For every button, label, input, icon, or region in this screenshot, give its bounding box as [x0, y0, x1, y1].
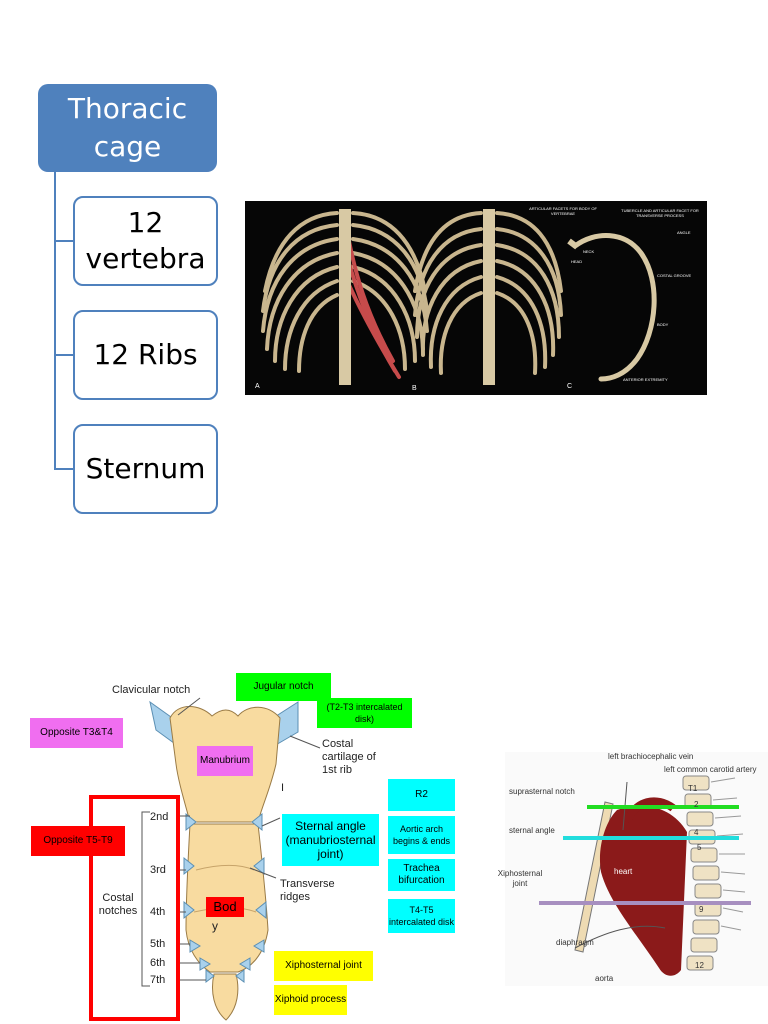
label-manubrium: Manubrium: [197, 746, 253, 776]
label-sternal-angle: Sternal angle (manubriosternal joint): [282, 814, 379, 866]
jugular-notch-text: Jugular notch: [253, 681, 314, 692]
spine-a: [339, 209, 351, 385]
label-carotid: left common carotid artery: [664, 765, 757, 774]
notch-5th: 5th: [150, 938, 166, 950]
vertebra-num-4: 4: [694, 828, 699, 837]
root-label: Thoracic cage: [67, 92, 188, 163]
child-node-ribs: 12 Ribs: [73, 310, 218, 400]
single-rib-c: [572, 233, 657, 382]
label-heart: heart: [614, 867, 633, 876]
manubrium-text: Manubrium: [199, 755, 251, 766]
notch-2nd: 2nd: [150, 811, 169, 823]
label-aortic-arch: Aortic arch begins & ends: [388, 816, 455, 854]
child-label: Sternum: [85, 452, 206, 485]
notch-7th: 7th: [150, 974, 166, 986]
trachea-text: Trachea bifurcation: [398, 863, 445, 886]
label-body: Bod: [206, 897, 244, 917]
label-body-y: y: [212, 919, 218, 933]
label-opposite-t5-t9: Opposite T5-T9: [31, 826, 125, 856]
photo-label-head: HEAD: [571, 259, 583, 264]
label-costal-cartilage: Costal cartilage of 1st rib: [322, 738, 376, 776]
label-aorta: aorta: [595, 974, 614, 983]
connector-vertical: [54, 172, 56, 469]
heart-shape: [599, 805, 687, 976]
photo-label-articular-facets: ARTICULAR FACETS FOR BODY OF VERTEBRAE: [529, 206, 597, 216]
lateral-thorax-illustration: [505, 752, 768, 986]
label-t4-t5: T4-T5 intercalated disk: [388, 899, 455, 933]
label-lateral-xiphosternal: Xiphosternal joint: [497, 869, 543, 888]
r2-text: R2: [415, 789, 428, 800]
photo-label-anterior-extremity: ANTERIOR EXTREMITY: [623, 377, 668, 382]
photo-label-b: B: [412, 385, 417, 392]
notch-3rd: 3rd: [150, 864, 166, 876]
label-clavicular-notch: Clavicular notch: [112, 684, 191, 696]
photo-label-c: C: [567, 383, 573, 390]
label-diaphragm: diaphragm: [556, 938, 594, 947]
label-costal-notches: Costal notches: [98, 892, 138, 917]
label-jugular-notch: Jugular notch: [236, 673, 331, 701]
aortic-arch-text: Aortic arch begins & ends: [392, 824, 451, 846]
vertebra-num-12: 12: [695, 961, 704, 970]
photo-label-costal-groove: COSTAL GROOVE: [657, 273, 692, 278]
xiphoid-bone: [212, 973, 239, 1021]
notch-4th: 4th: [150, 906, 166, 918]
rib-cage-illustration: [245, 201, 707, 395]
rib-cage-b: [413, 211, 563, 375]
opposite-t3-t4-text: Opposite T3&T4: [40, 727, 113, 738]
rib-cage-image: A B C ARTICULAR FACETS FOR BODY OF VERTE…: [245, 201, 707, 395]
label-xiphosternal-joint: Xiphosternal joint: [274, 951, 373, 981]
t2-t3-text: (T2-T3 intercalated disk): [326, 702, 403, 724]
child-label: 12 vertebra: [85, 206, 206, 275]
label-lateral-sternal-angle: sternal angle: [509, 826, 555, 835]
connector-branch-1: [54, 240, 73, 242]
sternal-angle-text: Sternal angle (manubriosternal joint): [285, 819, 376, 861]
hidden-letter: I: [281, 782, 285, 794]
rib-cage-a: [261, 211, 429, 373]
spine-b: [483, 209, 495, 385]
label-t2-t3: (T2-T3 intercalated disk): [317, 698, 412, 728]
child-node-sternum: Sternum: [73, 424, 218, 514]
root-node-thoracic-cage: Thoracic cage: [38, 84, 217, 172]
vertebra-num-9: 9: [699, 905, 704, 914]
photo-label-a: A: [255, 383, 260, 390]
child-label: 12 Ribs: [93, 338, 198, 371]
label-trachea: Trachea bifurcation: [388, 859, 455, 891]
connector-branch-3: [54, 468, 73, 470]
opposite-t5-t9-text: Opposite T5-T9: [43, 835, 113, 846]
label-suprasternal: suprasternal notch: [509, 787, 575, 796]
label-opposite-t3-t4: Opposite T3&T4: [30, 718, 123, 748]
vertebra-num-5: 5: [697, 843, 702, 852]
xiphoid-process-text: Xiphoid process: [274, 994, 347, 1005]
label-r2: R2: [388, 779, 455, 811]
photo-label-neck: NECK: [583, 249, 595, 254]
label-brachiocephalic: left brachiocephalic vein: [608, 752, 694, 761]
photo-label-tubercle: TUBERCLE AND ARTICULAR FACET FOR TRANSVE…: [621, 208, 699, 218]
label-transverse-ridges: Transverse ridges: [280, 878, 335, 903]
label-xiphoid-process: Xiphoid process: [274, 985, 347, 1015]
xiphosternal-joint-text: Xiphosternal joint: [285, 960, 362, 971]
vertebra-num-t1: T1: [688, 784, 698, 793]
photo-label-body: BODY: [657, 322, 669, 327]
body-text: Bod: [213, 899, 237, 914]
connector-branch-2: [54, 354, 73, 356]
t4-t5-text: T4-T5 intercalated disk: [388, 905, 455, 927]
notch-6th: 6th: [150, 957, 166, 969]
photo-label-angle: ANGLE: [677, 230, 691, 235]
vertebra-num-2: 2: [694, 800, 699, 809]
child-node-vertebra: 12 vertebra: [73, 196, 218, 286]
